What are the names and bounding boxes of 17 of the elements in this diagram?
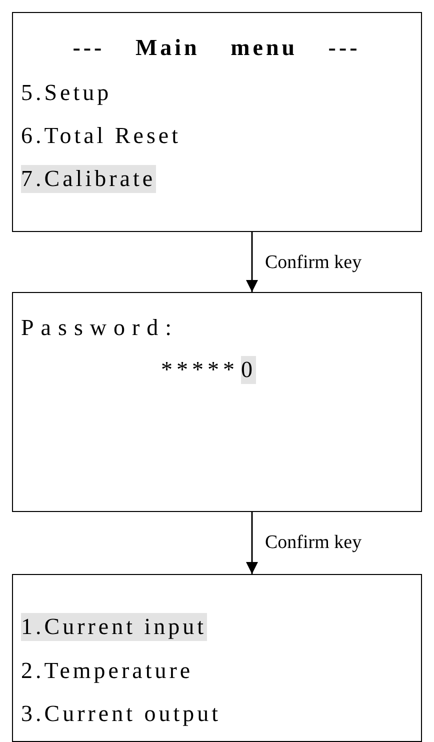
- highlighted-menu-item: 7.Calibrate: [21, 165, 156, 193]
- arrow: [246, 232, 258, 292]
- screen-box: [12, 574, 422, 742]
- arrow: [246, 512, 258, 574]
- highlighted-menu-item: 0: [241, 356, 256, 384]
- screen-box: [12, 12, 422, 232]
- edge-label: Confirm key: [265, 532, 362, 554]
- screen-text: *****: [161, 356, 238, 384]
- screen-text: 5.Setup: [21, 79, 112, 107]
- screen-text: 3.Current output: [21, 700, 222, 728]
- screen-text: Password:: [21, 314, 179, 342]
- screen-text: 6.Total Reset: [21, 122, 182, 150]
- screen-text: 2.Temperature: [21, 657, 194, 685]
- edge-label: Confirm key: [265, 252, 362, 274]
- highlighted-menu-item: 1.Current input: [21, 613, 207, 641]
- screen-box: [12, 292, 422, 512]
- screen-text: --- Main menu ---: [72, 34, 362, 62]
